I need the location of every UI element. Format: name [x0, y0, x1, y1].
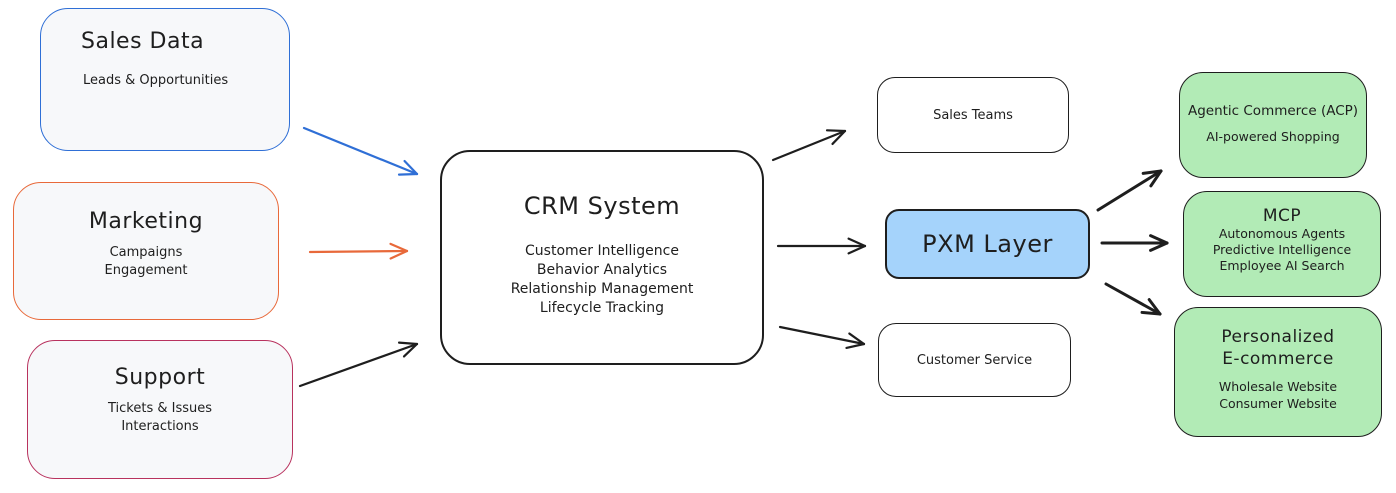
personalized-ecommerce-node[interactable]: Personalized E-commerce Wholesale Websit… — [1174, 307, 1382, 437]
sales-teams-node[interactable]: Sales Teams — [877, 77, 1069, 153]
customer-service-label: Customer Service — [916, 352, 1033, 368]
acp-title: Agentic Commerce (ACP) — [1187, 103, 1359, 119]
support-line: Tickets & Issues — [107, 401, 213, 416]
mcp-line: Predictive Intelligence — [1212, 242, 1352, 257]
crm-system-node[interactable]: CRM System Customer Intelligence Behavio… — [440, 150, 764, 365]
sales-data-line: Leads & Opportunities — [83, 73, 229, 88]
mcp-line: Autonomous Agents — [1218, 226, 1346, 241]
arrow-crm-system-to-customer-service — [778, 325, 866, 350]
support-title: Support — [114, 365, 206, 390]
ecommerce-title: Personalized — [1221, 327, 1335, 347]
agentic-commerce-node[interactable]: Agentic Commerce (ACP) AI-powered Shoppi… — [1179, 72, 1367, 178]
arrow-pxm-layer-to-mcp — [1100, 234, 1169, 252]
marketing-line: Engagement — [104, 263, 188, 278]
marketing-node[interactable]: Marketing Campaigns Engagement — [13, 182, 279, 320]
arrow-crm-system-to-pxm-layer — [776, 237, 867, 255]
pxm-layer-label: PXM Layer — [922, 230, 1053, 258]
arrow-pxm-layer-to-agentic-commerce-acp- — [1096, 169, 1163, 212]
ecommerce-title: E-commerce — [1222, 349, 1334, 369]
crm-line: Behavior Analytics — [536, 262, 668, 278]
arrow-support-to-crm-system — [298, 341, 419, 388]
pxm-layer-node[interactable]: PXM Layer — [885, 209, 1090, 279]
support-node[interactable]: Support Tickets & Issues Interactions — [27, 340, 293, 479]
arrow-pxm-layer-to-personalized-e-commerce — [1104, 282, 1162, 316]
arrow-marketing-to-crm-system — [308, 242, 409, 260]
acp-line: AI-powered Shopping — [1206, 129, 1340, 144]
marketing-line: Campaigns — [109, 245, 183, 260]
support-line: Interactions — [121, 419, 199, 434]
mcp-line: Employee AI Search — [1219, 258, 1345, 273]
mcp-title: MCP — [1262, 206, 1302, 226]
mcp-node[interactable]: MCP Autonomous Agents Predictive Intelli… — [1183, 191, 1381, 297]
crm-line: Relationship Management — [510, 281, 694, 297]
sales-data-node[interactable]: Sales Data Leads & Opportunities — [40, 8, 290, 151]
marketing-title: Marketing — [88, 209, 204, 234]
crm-title: CRM System — [523, 192, 681, 220]
arrow-sales-data-to-crm-system — [302, 126, 419, 176]
arrow-crm-system-to-sales-teams — [771, 129, 847, 162]
crm-line: Lifecycle Tracking — [539, 300, 665, 316]
ecommerce-line: Wholesale Website — [1218, 379, 1338, 394]
sales-data-title: Sales Data — [81, 29, 205, 54]
customer-service-node[interactable]: Customer Service — [878, 323, 1071, 397]
ecommerce-line: Consumer Website — [1219, 396, 1337, 411]
crm-line: Customer Intelligence — [525, 243, 679, 259]
sales-teams-label: Sales Teams — [933, 107, 1013, 123]
